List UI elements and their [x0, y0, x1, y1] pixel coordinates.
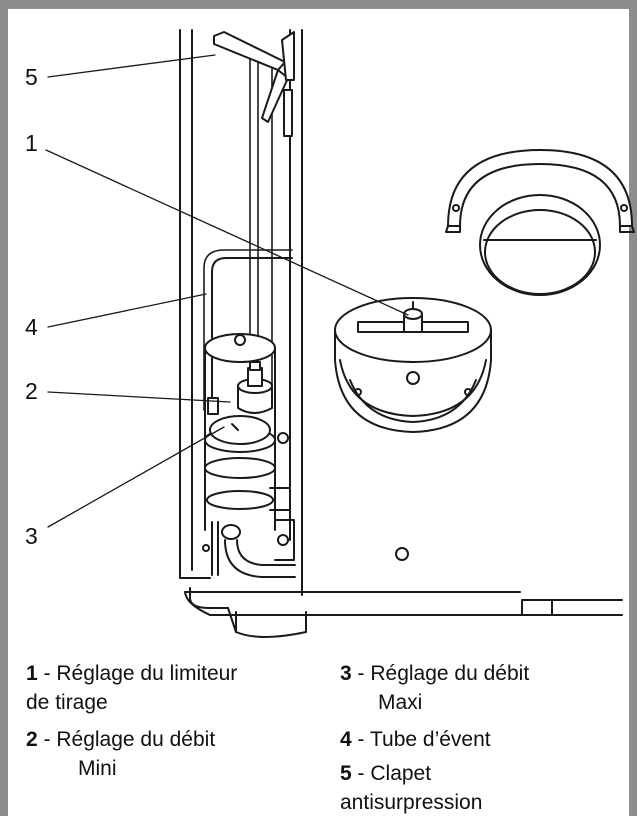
callout-3: 3: [25, 523, 38, 549]
gas-pipe: [202, 521, 296, 578]
callout-4: 4: [25, 314, 38, 340]
vent-tube: [211, 257, 293, 411]
callout-1: 1: [25, 130, 38, 156]
flue-collar-main: [334, 297, 492, 433]
base: [184, 587, 623, 638]
gas-valve: [204, 333, 295, 561]
callout-2: 2: [25, 378, 38, 404]
hole-icon: [395, 547, 409, 561]
safety-valve: [213, 31, 295, 137]
flue-collar-top: [445, 149, 635, 296]
leader-lines: [45, 54, 409, 528]
callout-5: 5: [25, 64, 38, 90]
